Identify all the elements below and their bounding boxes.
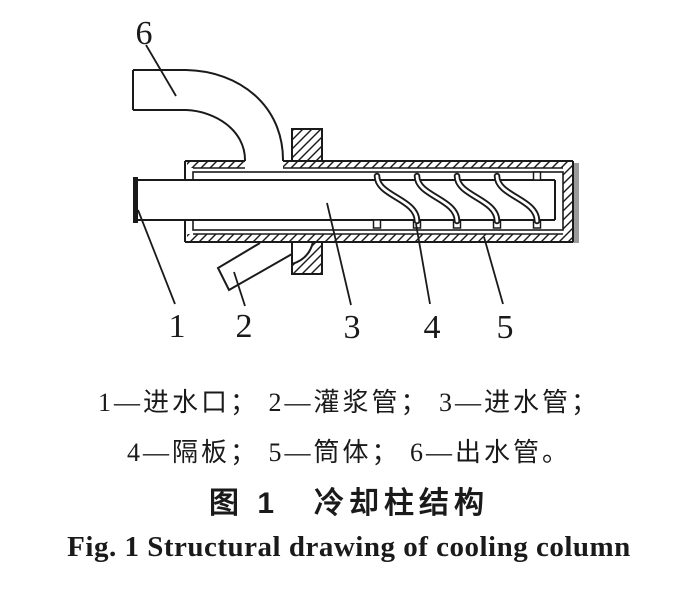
callout-6: 6 xyxy=(136,15,153,52)
casing-edge-shadow xyxy=(573,163,579,243)
grouting-pipe xyxy=(216,242,293,292)
leader-4 xyxy=(415,223,431,305)
leader-3 xyxy=(326,202,352,306)
baffle-plate xyxy=(373,172,421,225)
callout-numbers: 6 1 2 3 4 5 xyxy=(136,15,514,346)
cooling-column-diagram: 6 1 2 3 4 5 xyxy=(132,15,579,346)
callout-5: 5 xyxy=(497,309,514,346)
leader-6 xyxy=(145,44,177,97)
legend-line-1: 1—进水口； 2—灌浆管； 3—进水管； xyxy=(97,388,600,417)
baffle-plate xyxy=(493,172,541,225)
leader-5 xyxy=(483,236,504,305)
outlet-pipe xyxy=(132,69,284,174)
leader-1 xyxy=(137,209,176,305)
baffle-plate xyxy=(453,172,501,225)
water-inlet-cap xyxy=(133,177,138,223)
leader-2 xyxy=(233,271,246,307)
top-flange xyxy=(291,128,323,162)
figure-caption-zh: 图 1 冷却柱结构 xyxy=(208,487,490,520)
callout-3: 3 xyxy=(344,309,361,346)
callout-2: 2 xyxy=(236,308,253,345)
leader-lines xyxy=(137,44,504,307)
inner-water-tube xyxy=(133,177,556,223)
pipe-bend-arc xyxy=(291,241,314,265)
baffle-plate xyxy=(413,172,461,225)
bottom-flange xyxy=(291,241,323,275)
baffle-plates xyxy=(373,172,541,225)
callout-4: 4 xyxy=(424,309,441,346)
legend-line-2: 4—隔板； 5—筒体； 6—出水管。 xyxy=(126,438,571,467)
callout-1: 1 xyxy=(169,308,186,345)
figure-caption-en: Fig. 1 Structural drawing of cooling col… xyxy=(67,531,631,563)
